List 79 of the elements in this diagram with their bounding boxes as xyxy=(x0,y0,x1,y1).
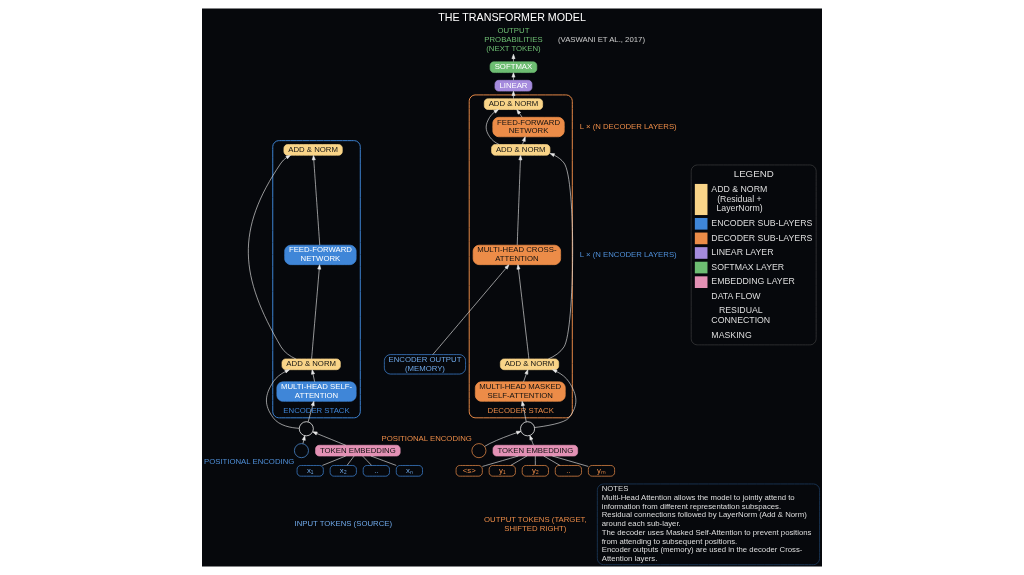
connector xyxy=(370,455,397,466)
legend-label: ADD & NORM (Residual + LayerNorm) xyxy=(711,183,768,214)
arrow xyxy=(529,435,534,446)
arrow xyxy=(432,264,510,355)
arrow xyxy=(311,155,321,246)
arrow xyxy=(485,109,500,145)
arrow xyxy=(312,431,347,446)
node-box: ADD & NORM xyxy=(491,144,551,156)
legend-label: LINEAR LAYER xyxy=(711,247,774,258)
node-box: FEED-FORWARD NETWORK xyxy=(284,244,357,265)
node-box: ADD & NORM xyxy=(281,358,341,371)
legend-label: MASKING xyxy=(711,329,752,340)
arrow xyxy=(248,154,297,360)
node-box: yₘ xyxy=(588,465,615,477)
connector xyxy=(362,455,372,466)
connector xyxy=(543,455,561,466)
node-box: .. xyxy=(362,465,390,477)
node-box: FEED-FORWARD NETWORK xyxy=(492,116,565,138)
label: OUTPUT TOKENS (TARGET, SHIFTED RIGHT) xyxy=(484,514,587,533)
arrow xyxy=(307,401,315,423)
node-box: y₁ xyxy=(488,465,516,477)
node-circle xyxy=(520,421,535,437)
diagram-title: THE TRANSFORMER MODEL xyxy=(438,10,586,23)
connector xyxy=(322,455,347,466)
node-box: MULTI-HEAD SELF-ATTENTION xyxy=(276,381,357,402)
arrow xyxy=(511,72,516,81)
node-text: OUTPUT PROBABILITIES (NEXT TOKEN) xyxy=(484,26,543,53)
node-circle xyxy=(294,443,309,459)
node-box: LINEAR xyxy=(494,80,533,92)
node-box: xₙ xyxy=(395,465,423,477)
connector xyxy=(346,455,355,466)
arrow xyxy=(516,109,523,118)
legend-label: SOFTMAX LAYER xyxy=(711,261,785,272)
node-box: SOFTMAX xyxy=(489,61,538,73)
node-label: POSITIONAL ENCODING xyxy=(204,456,295,466)
arrow xyxy=(511,90,516,100)
arrow xyxy=(534,369,577,428)
arrow xyxy=(521,401,527,423)
node-label: POSITIONAL ENCODING xyxy=(381,434,472,444)
connector xyxy=(510,455,528,466)
node-box: x₁ xyxy=(296,465,324,477)
node-box: MULTI-HEAD MASKED SELF-ATTENTION xyxy=(474,381,566,402)
arrow xyxy=(522,136,526,145)
connector xyxy=(535,455,536,466)
arrow xyxy=(523,369,529,383)
arrow xyxy=(516,264,530,360)
connector xyxy=(482,455,519,467)
node-box: ADD & NORM xyxy=(283,144,343,156)
label: L × (N ENCODER LAYERS) xyxy=(579,249,677,259)
arrow xyxy=(548,153,573,360)
arrow xyxy=(302,435,306,444)
label: L × (N DECODER LAYERS) xyxy=(579,121,677,131)
node-box: ADD & NORM xyxy=(499,358,560,371)
arrow xyxy=(311,264,322,360)
legend-label: RESIDUAL CONNECTION xyxy=(711,305,771,326)
node-box: TOKEN EMBEDDING xyxy=(492,444,578,457)
arrow xyxy=(484,430,522,447)
arrow xyxy=(266,369,300,429)
label: INPUT TOKENS (SOURCE) xyxy=(294,519,393,529)
node-box: <s> xyxy=(455,465,483,477)
legend-label: EMBEDDING LAYER xyxy=(711,276,795,287)
arrow xyxy=(311,369,315,383)
node-box: ENCODER OUTPUT (MEMORY) xyxy=(384,354,466,375)
arrow xyxy=(511,53,516,62)
node-circle xyxy=(471,443,487,459)
node-box: TOKEN EMBEDDING xyxy=(315,444,401,457)
legend-label: DECODER SUB-LAYERS xyxy=(711,232,813,243)
node-box: y₂ xyxy=(521,465,549,477)
legend-label: ENCODER SUB-LAYERS xyxy=(711,217,813,228)
legend-label: DATA FLOW xyxy=(711,290,761,301)
node-box: ADD & NORM xyxy=(483,98,543,110)
node-box: NOTES Multi-Head Attention allows the model to jointly attend to information from different representation subspaces. Residual connections followed by LayerNorm (Add & Norm) around each sub-layer. The decoder uses Masked Self-Attention to prevent positions from attending to subsequent positions. Encoder outputs (memory) are used in the decoder Cross-Attention layers. xyxy=(596,483,820,566)
node-box: x₂ xyxy=(329,465,357,477)
node-circle xyxy=(298,421,314,437)
node-box: MULTI-HEAD CROSS-ATTENTION xyxy=(472,244,561,265)
node-box: .. xyxy=(554,465,582,477)
arrow xyxy=(516,155,523,246)
label: LEGEND xyxy=(733,168,774,180)
label: (VASWANI ET AL., 2017) xyxy=(557,34,645,44)
